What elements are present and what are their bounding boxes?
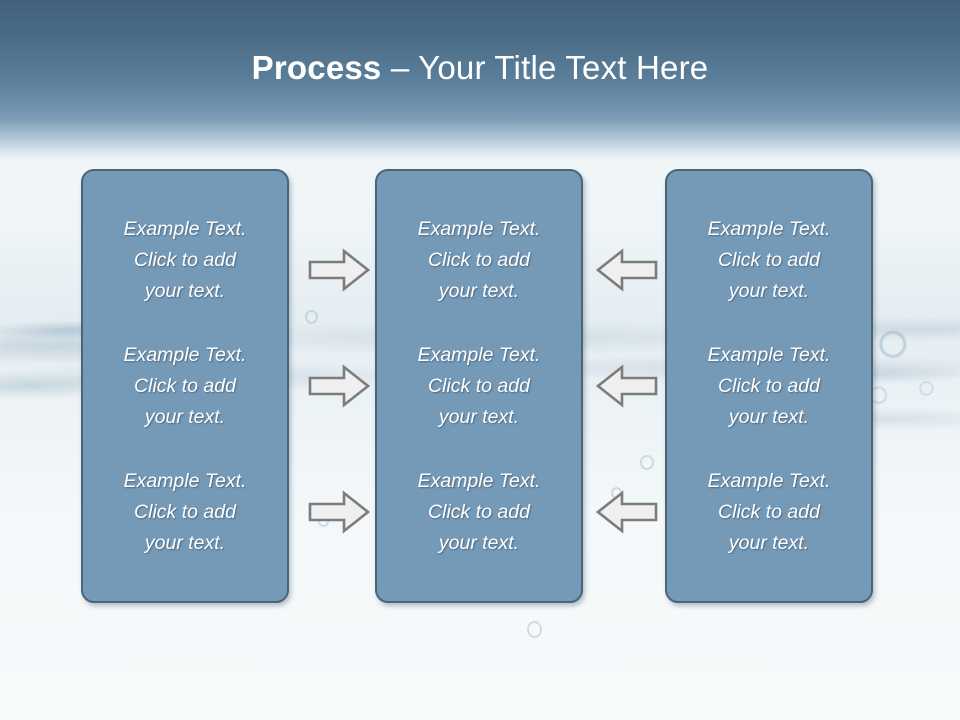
process-text[interactable]: Example Text. Click to add your text.: [123, 469, 247, 554]
process-text[interactable]: Example Text. Click to add your text.: [123, 343, 247, 428]
process-text[interactable]: Example Text. Click to add your text.: [417, 343, 541, 428]
page-title-bold: Process: [251, 49, 382, 86]
background-droplet: [527, 621, 542, 638]
process-text[interactable]: Example Text. Click to add your text.: [417, 469, 541, 554]
arrow-left-icon[interactable]: [596, 364, 658, 408]
process-box-left[interactable]: Example Text. Click to add your text. Ex…: [81, 169, 289, 603]
process-text[interactable]: Example Text. Click to add your text.: [707, 343, 831, 428]
process-text[interactable]: Example Text. Click to add your text.: [707, 469, 831, 554]
process-box-middle[interactable]: Example Text. Click to add your text. Ex…: [375, 169, 583, 603]
title-banner: [0, 0, 960, 160]
background-droplet: [640, 455, 654, 470]
arrow-right-icon[interactable]: [308, 364, 370, 408]
page-title-rest: – Your Title Text Here: [381, 49, 709, 86]
process-text[interactable]: Example Text. Click to add your text.: [123, 217, 247, 302]
arrow-right-icon[interactable]: [308, 490, 370, 534]
process-text[interactable]: Example Text. Click to add your text.: [707, 217, 831, 302]
arrow-left-icon[interactable]: [596, 248, 658, 292]
background-droplet: [305, 310, 318, 324]
process-box-right[interactable]: Example Text. Click to add your text. Ex…: [665, 169, 873, 603]
page-title: Process – Your Title Text Here: [0, 48, 960, 88]
process-text[interactable]: Example Text. Click to add your text.: [417, 217, 541, 302]
arrow-left-icon[interactable]: [596, 490, 658, 534]
arrow-right-icon[interactable]: [308, 248, 370, 292]
